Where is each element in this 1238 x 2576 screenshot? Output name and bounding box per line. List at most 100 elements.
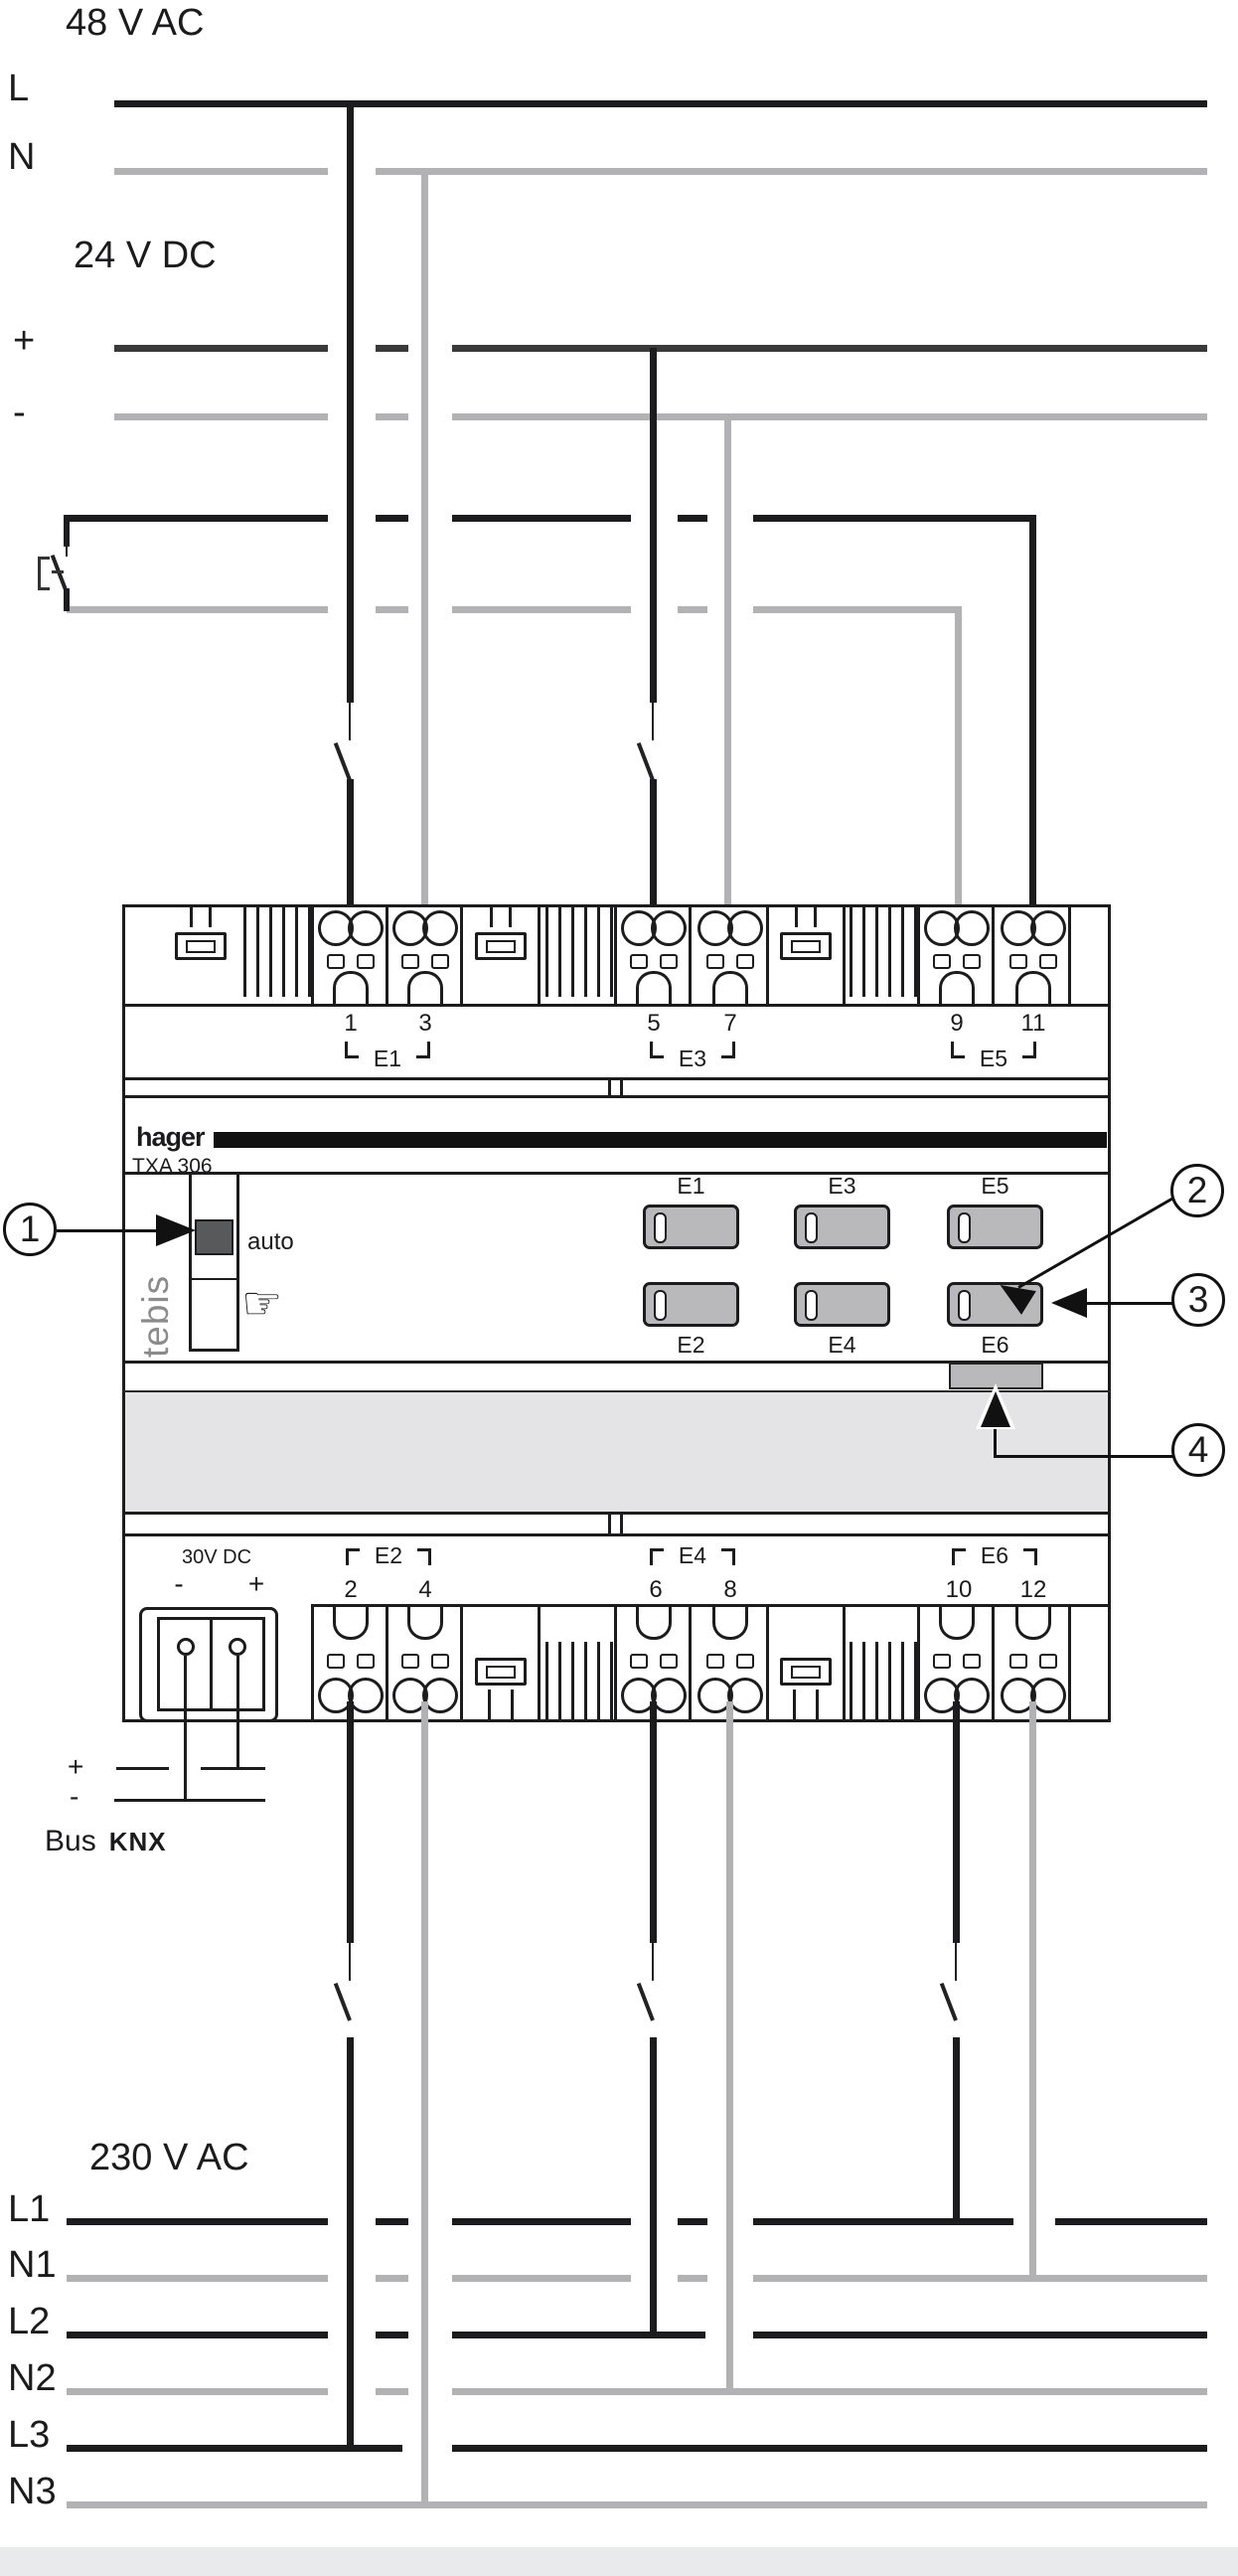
callout-3-arrow-icon [1051,1288,1087,1318]
rail-n2 [376,2388,408,2395]
led-button-e1 [643,1205,739,1249]
rail-label-plus: + [13,320,36,362]
rail-n1 [452,2275,631,2282]
terminal-claw-1 [348,910,384,946]
rail-label-n: N [8,136,36,178]
pushbutton-line-black [67,515,328,522]
switch-blade-terminal-1 [333,741,352,781]
model-number: TXA 306 [132,1155,213,1178]
rail-label-l2: L2 [8,2301,51,2342]
switch-blade-terminal-6 [636,1982,655,2021]
wire-terminal-2 [347,1701,354,1943]
rail-n [376,168,1207,175]
rail-label-minus: - [13,392,26,433]
supply-48v-title: 48 V AC [66,2,205,44]
terminal-strip-line [311,1604,1111,1607]
pushbutton-line-gray [753,606,962,613]
mode-slider [189,1172,239,1352]
wire-terminal-6 [650,1701,657,1943]
knx-terminal-block [139,1607,278,1722]
terminal-number-8: 8 [723,1576,737,1603]
led-e3 [805,1212,818,1243]
pushbutton-line-gray [452,606,631,613]
terminal-claw-9 [954,910,990,946]
wire-terminal-10 [953,2037,960,2225]
led-e1 [654,1212,667,1243]
led-button-e2 [643,1282,739,1327]
led-e4 [805,1290,818,1321]
rail-label-n1: N1 [8,2244,57,2286]
pushbutton-lead [66,547,68,557]
hager-logo: hager [136,1122,206,1152]
bus-source-plus-plate [201,1767,265,1770]
terminal-number-12: 12 [1019,1576,1047,1603]
terminal-claw-8 [727,1678,763,1713]
rail-l1 [678,2218,707,2225]
pushbutton-link-dashes [52,570,64,573]
pushbutton-actuator-icon [38,557,50,590]
switch-blade-terminal-10 [939,1982,958,2021]
rail-n1 [376,2275,408,2282]
rail-24v-minus [114,413,328,420]
terminal-number-11: 11 [1020,1010,1046,1037]
switch-blade-terminal-5 [636,741,655,781]
callout-1-line [57,1229,158,1232]
wire-terminal-5 [650,779,657,946]
rail-l [114,100,1207,107]
bus-source-plus-plate [116,1767,169,1770]
connector-window [780,932,832,960]
wire-terminal-3 [421,171,428,946]
terminal-claw-10 [954,1678,990,1713]
callout-3-badge: 3 [1171,1273,1225,1327]
callout-3-line [1083,1302,1172,1305]
terminal-claw-3 [422,910,458,946]
terminal-group-e2: E2 [346,1544,431,1570]
led-label-e1: E1 [677,1173,705,1199]
callout-4-line [994,1429,997,1458]
callout-2-badge: 2 [1170,1164,1224,1217]
rail-n [114,168,328,175]
rail-label-l: L [8,68,30,109]
rail-l3 [452,2445,1207,2452]
bus-knx-label: Bus KNX [45,1825,167,1858]
rail-l1 [452,2218,631,2225]
rail-l1 [753,2218,1013,2225]
rail-n1 [753,2275,1207,2282]
led-button-e4 [794,1282,890,1327]
seal-tab [949,1363,1043,1389]
rail-l2 [67,2332,328,2338]
supply-230v-title: 230 V AC [89,2137,249,2178]
hager-logo-bar [214,1132,1107,1148]
pushbutton-lead [64,515,70,547]
pushbutton-line-gray [67,606,328,613]
pushbutton-line-black [452,515,631,522]
led-button-e3 [794,1205,890,1249]
terminal-claw-12 [1030,1678,1066,1713]
led-e2 [654,1290,667,1321]
wire-terminal-6 [652,1943,654,1981]
rail-n3 [67,2501,1207,2508]
callout-4-arrow-icon [981,1391,1010,1427]
terminal-claw-5 [651,910,687,946]
led-label-e4: E4 [828,1332,856,1358]
terminal-number-5: 5 [647,1010,661,1037]
rail-l1 [67,2218,328,2225]
connector-window [475,1658,527,1686]
led-label-e6: E6 [981,1332,1009,1358]
terminal-group-e5: E5 [951,1042,1036,1070]
rail-n2 [67,2388,328,2395]
terminal-claw-6 [651,1678,687,1713]
switch-blade-terminal-2 [333,1982,352,2021]
knx-wire-minus [184,1656,187,1801]
tebis-logo: tebis [135,1274,176,1358]
rail-24v-plus [452,345,1207,352]
rail-n1 [67,2275,328,2282]
lower-cover-band [125,1390,1108,1514]
wire-terminal-1 [347,779,354,946]
terminal-number-2: 2 [344,1576,358,1603]
terminal-group-e4: E4 [650,1544,735,1570]
rail-24v-minus [452,413,1207,420]
wire-terminal-10 [953,1701,960,1943]
connector-window [780,1658,832,1686]
